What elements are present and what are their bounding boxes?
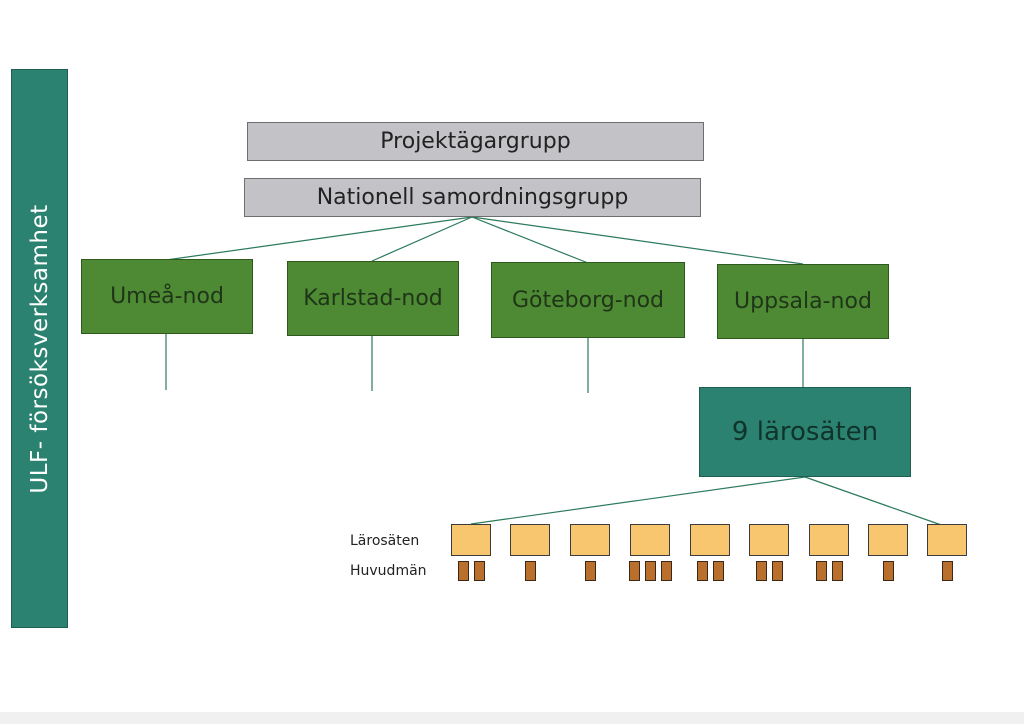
connector-line [165, 216, 473, 261]
institution-box [570, 524, 610, 556]
side-banner: ULF- försöksverksamhet [11, 69, 68, 628]
huvudman-box [831, 561, 843, 581]
huvudman-box [644, 561, 656, 581]
institution-box [690, 524, 730, 556]
institution-box [630, 524, 670, 556]
side-banner-title: ULF- försöksverksamhet [26, 203, 53, 494]
huvudman-box [815, 561, 827, 581]
connector-line [471, 216, 804, 265]
huvudman-box [882, 561, 894, 581]
huvudman-box [712, 561, 724, 581]
node-karlstad: Karlstad-nod [287, 261, 459, 336]
institution-box [749, 524, 789, 556]
connector-line [471, 216, 589, 264]
connector-line [470, 476, 806, 525]
national-coordination-group-box: Nationell samordningsgrupp [244, 178, 701, 217]
institutions-summary-box: 9 lärosäten [699, 387, 911, 477]
page-bottom-edge [0, 712, 1024, 724]
huvudman-box [755, 561, 767, 581]
legend-label-huvudman: Huvudmän [350, 563, 427, 579]
node-uppsala: Uppsala-nod [717, 264, 889, 339]
institution-box [927, 524, 967, 556]
legend-label-larosaten: Lärosäten [350, 533, 420, 549]
institution-box [868, 524, 908, 556]
institution-box [510, 524, 550, 556]
huvudman-box [696, 561, 708, 581]
huvudman-box [584, 561, 596, 581]
huvudman-box [941, 561, 953, 581]
node-goteborg: Göteborg-nod [491, 262, 685, 338]
institution-box [809, 524, 849, 556]
connector-line [371, 216, 473, 262]
huvudman-box [457, 561, 469, 581]
huvudman-box [524, 561, 536, 581]
huvudman-box [660, 561, 672, 581]
institution-box [451, 524, 491, 556]
huvudman-box [628, 561, 640, 581]
connector-line [804, 476, 948, 528]
project-owner-group-box: Projektägargrupp [247, 122, 704, 161]
huvudman-box [473, 561, 485, 581]
node-umea: Umeå-nod [81, 259, 253, 334]
huvudman-box [771, 561, 783, 581]
